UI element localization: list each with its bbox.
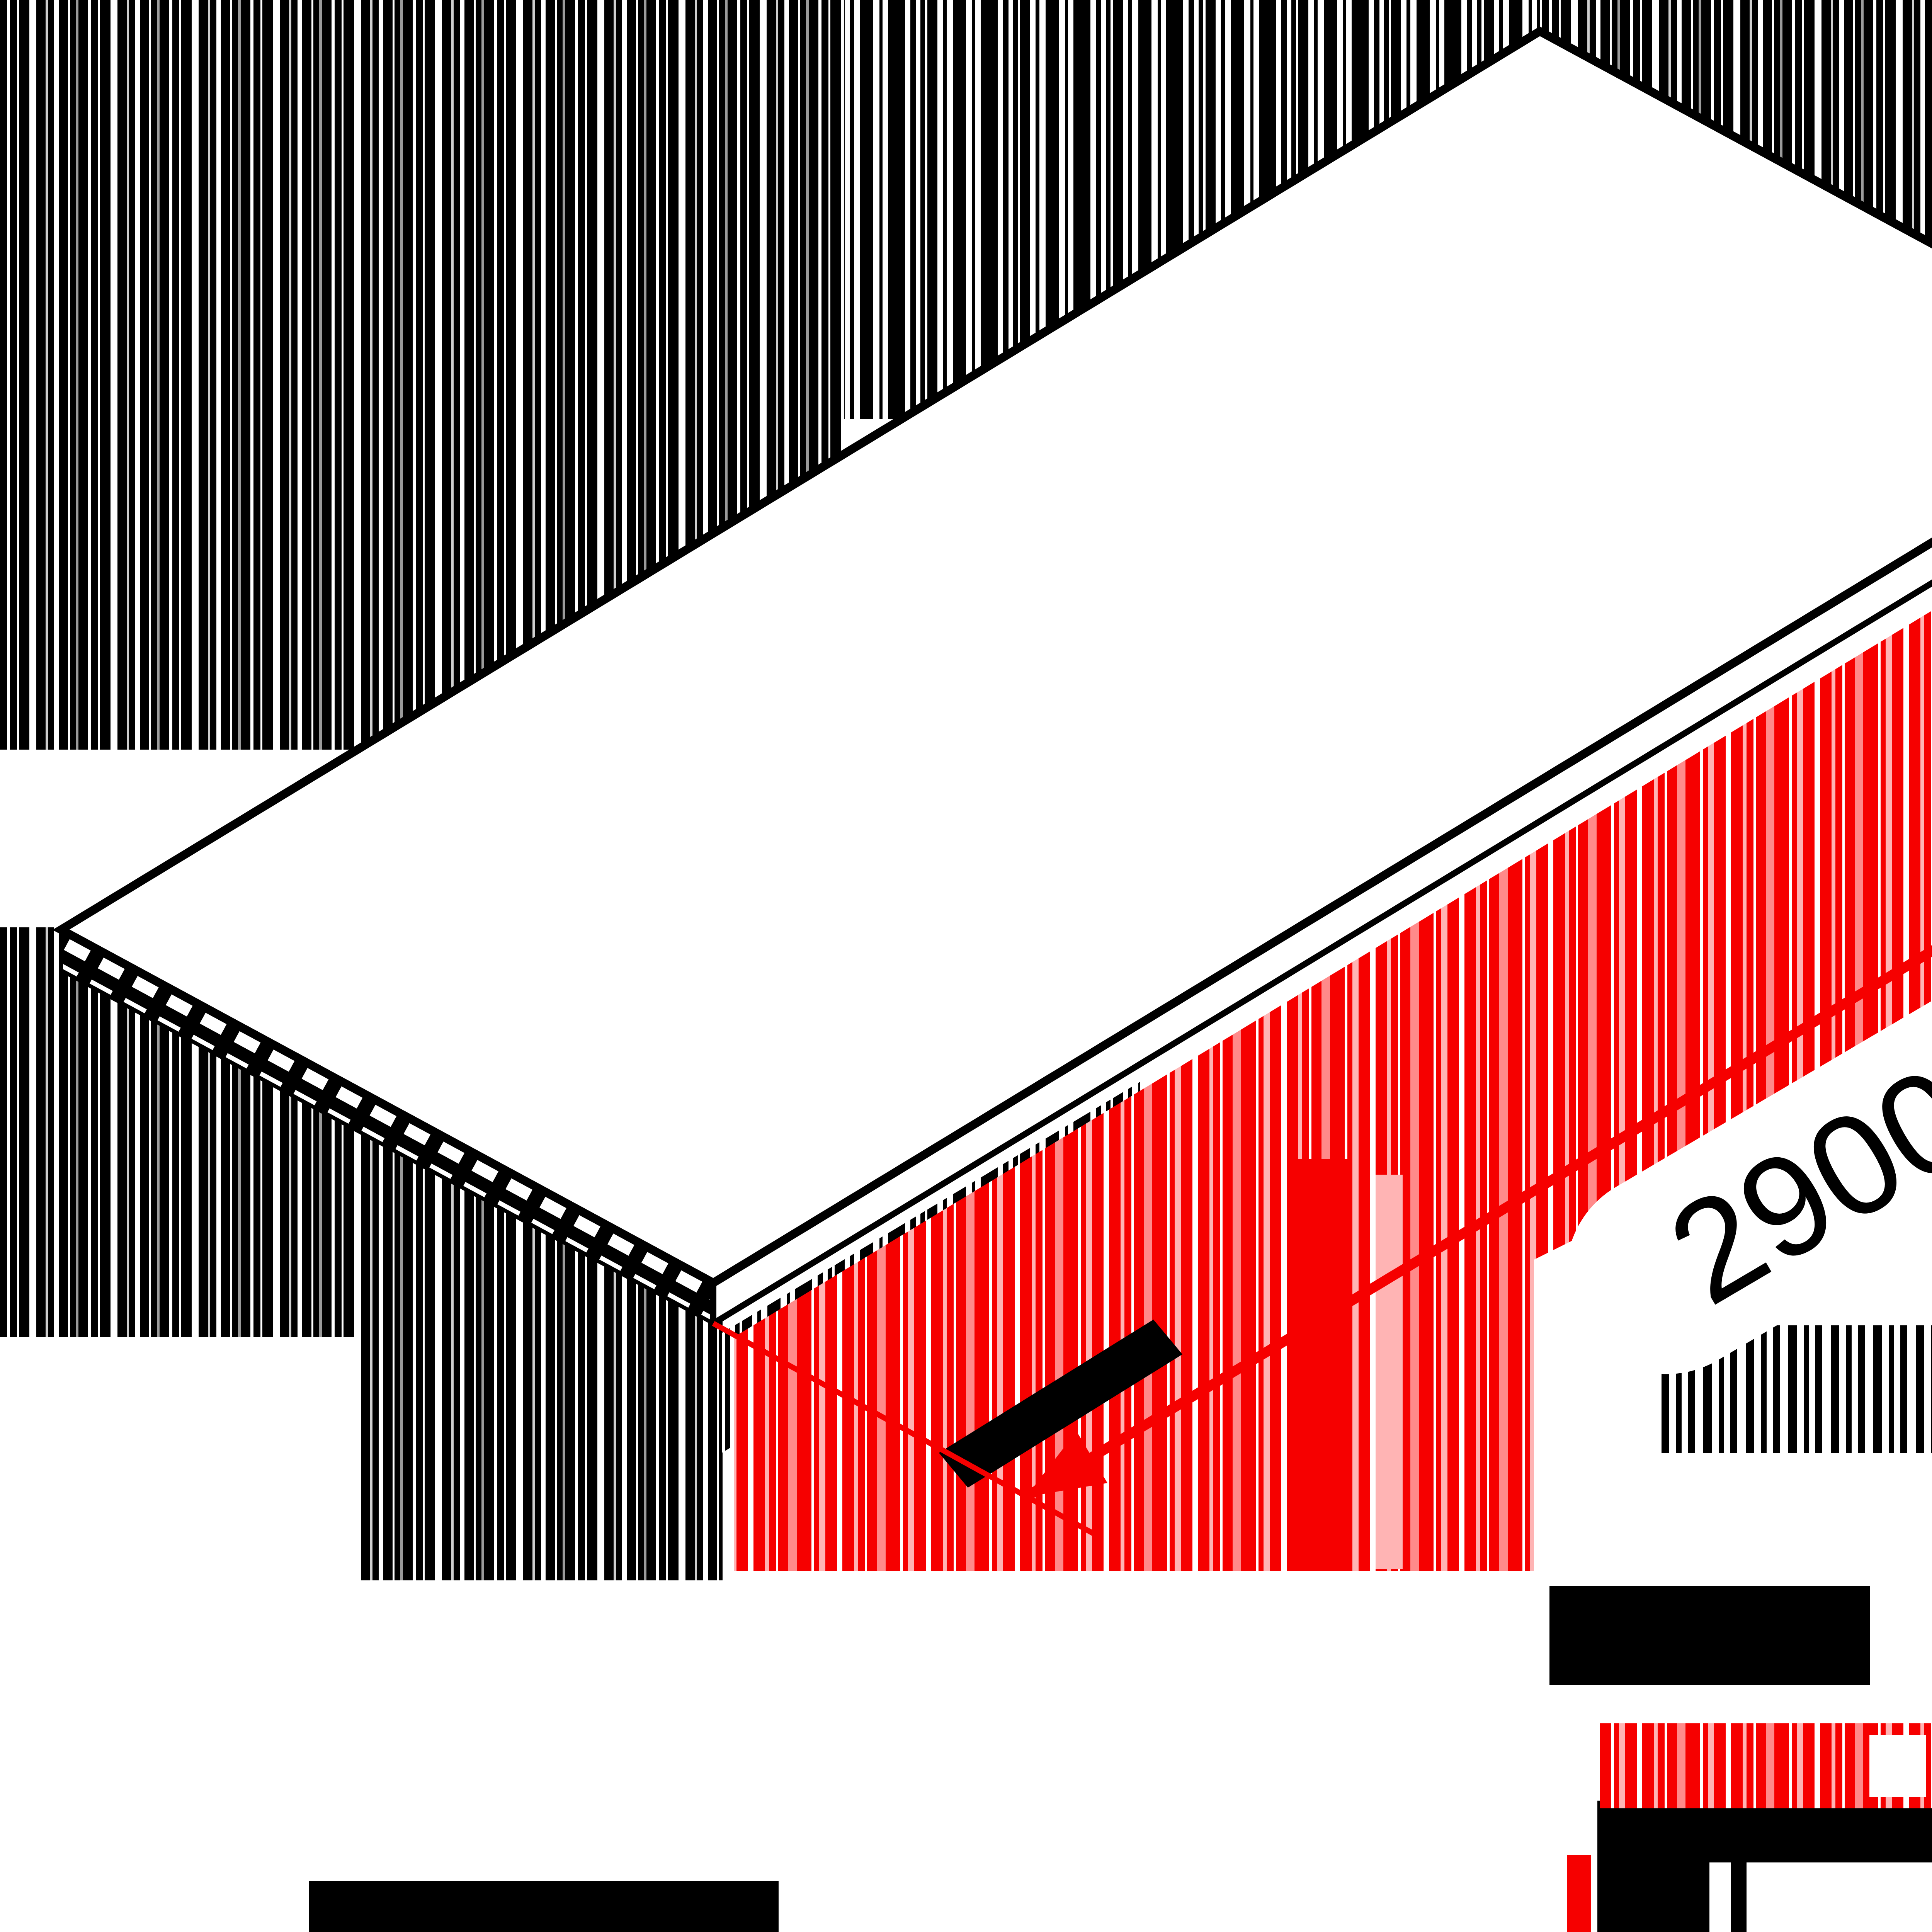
length-label-capsule bbox=[1566, 851, 1932, 1374]
detail-frame-left-border bbox=[1597, 1801, 1709, 1932]
red-value-gap bbox=[1869, 1735, 1926, 1797]
detail-inner-line-left bbox=[1731, 1861, 1747, 1932]
detail-left-extension-line bbox=[1567, 1855, 1591, 1932]
edge-detail-figure bbox=[1549, 1586, 1932, 1932]
section-width-label-blob bbox=[309, 1881, 779, 1932]
glitch-red-field bbox=[734, 611, 1932, 1571]
length-dimension-arrowhead-left bbox=[1026, 1431, 1107, 1497]
panel-top-face bbox=[52, 26, 1932, 1288]
cross-section-figure bbox=[309, 1881, 779, 1932]
glitch-black-streak bbox=[939, 1320, 1182, 1488]
label-blob bbox=[309, 1881, 779, 1932]
length-extension-line-left bbox=[712, 1321, 1103, 1541]
glitch-red-solid-column bbox=[1294, 1159, 1349, 1571]
length-dimension-line bbox=[1023, 945, 1932, 1502]
glitch-pink-column bbox=[1376, 1175, 1403, 1569]
length-dimension bbox=[712, 945, 1932, 1541]
detail-left-label-blob bbox=[1549, 1586, 1870, 1685]
isometric-panel bbox=[52, 26, 1932, 1329]
detail-left-value-blob bbox=[1600, 1723, 1932, 1808]
